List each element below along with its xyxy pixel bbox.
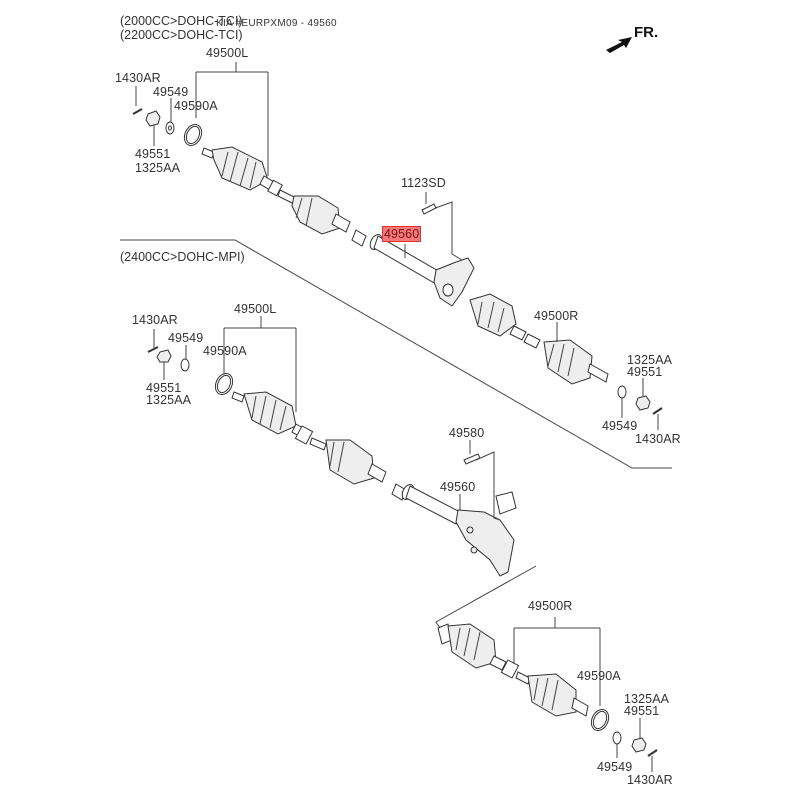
part-49590A[interactable]: 49590A bbox=[174, 99, 218, 113]
bracket-connector-line bbox=[435, 565, 537, 629]
ring-inner bbox=[185, 125, 201, 145]
leader-49500L-top bbox=[195, 62, 269, 176]
part-49500R[interactable]: 49500R bbox=[534, 309, 579, 323]
pin-1430AR bbox=[132, 108, 143, 115]
part-49560-2[interactable]: 49560 bbox=[440, 480, 476, 494]
leader-49500R-2-bracket bbox=[513, 617, 601, 706]
highlight-box: 49560 bbox=[381, 226, 422, 242]
part-49590A-2[interactable]: 49590A bbox=[203, 344, 247, 358]
engine-label-2: (2200CC>DOHC-TCI) bbox=[120, 28, 243, 42]
drive-shaft-right-2 bbox=[437, 623, 589, 717]
part-49549[interactable]: 49549 bbox=[153, 85, 189, 99]
part-49549-2[interactable]: 49549 bbox=[168, 331, 204, 345]
r-pin-1430AR-2 bbox=[647, 749, 658, 757]
part-1123SD[interactable]: 1123SD bbox=[401, 176, 446, 190]
part-49551-2[interactable]: 49551 bbox=[146, 381, 182, 395]
front-direction-label: FR. bbox=[634, 24, 659, 41]
part-1325AA-2[interactable]: 1325AA bbox=[146, 393, 192, 407]
washer-49549-2 bbox=[180, 358, 190, 372]
part-49551[interactable]: 49551 bbox=[135, 147, 171, 161]
drive-shaft-left-1 bbox=[201, 146, 367, 247]
part-49560-highlighted[interactable]: 49560 bbox=[381, 226, 422, 242]
r-nut-49551-2 bbox=[631, 737, 647, 753]
nut-49551 bbox=[145, 110, 161, 127]
part-49500L-2[interactable]: 49500L bbox=[234, 302, 277, 316]
part-r-1325AA[interactable]: 1325AA bbox=[627, 353, 673, 367]
engine-label-1: (2000CC>DOHC-TCI) bbox=[120, 14, 243, 28]
part-49500L[interactable]: 49500L bbox=[206, 46, 249, 60]
r-washer-49549-1 bbox=[617, 385, 627, 399]
bearing-bracket-49560-2 bbox=[401, 484, 517, 577]
part-r-49551[interactable]: 49551 bbox=[627, 365, 663, 379]
front-arrow-icon bbox=[606, 37, 632, 53]
part-r-1325AA-2[interactable]: 1325AA bbox=[624, 692, 670, 706]
part-r-49551-2[interactable]: 49551 bbox=[624, 704, 660, 718]
r-pin-1430AR-1 bbox=[652, 407, 663, 415]
part-49500R-2[interactable]: 49500R bbox=[528, 599, 573, 613]
washer-hole bbox=[168, 125, 172, 131]
r-washer-49549-2 bbox=[612, 731, 622, 745]
part-r-1430AR-2[interactable]: 1430AR bbox=[627, 773, 673, 787]
part-r-49549-2[interactable]: 49549 bbox=[597, 760, 633, 774]
part-r-1430AR[interactable]: 1430AR bbox=[635, 432, 681, 446]
part-1430AR[interactable]: 1430AR bbox=[115, 71, 161, 85]
bolt-49580 bbox=[463, 453, 481, 465]
leader-49500L-2-bracket bbox=[223, 316, 297, 412]
part-r-49549[interactable]: 49549 bbox=[602, 419, 638, 433]
ring-inner-2 bbox=[216, 374, 232, 394]
pin-1430AR-2 bbox=[147, 346, 159, 353]
watermark: KIA #EURPXM09 - 49560 bbox=[216, 18, 337, 29]
part-1430AR-2[interactable]: 1430AR bbox=[132, 313, 178, 327]
bearing-bracket-49560-1 bbox=[369, 234, 475, 307]
part-r-49590A-2[interactable]: 49590A bbox=[577, 669, 621, 683]
part-49580[interactable]: 49580 bbox=[449, 426, 485, 440]
engine-label-3: (2400CC>DOHC-MPI) bbox=[120, 250, 245, 264]
r-ring-inner-2 bbox=[592, 710, 608, 730]
nut-49551-2 bbox=[156, 349, 172, 363]
leader-49580 bbox=[469, 440, 501, 521]
leader-1123SD bbox=[425, 192, 463, 261]
section-divider bbox=[120, 239, 672, 469]
drive-shaft-left-2 bbox=[231, 391, 407, 501]
drive-shaft-right-1 bbox=[469, 293, 609, 385]
part-1325AA[interactable]: 1325AA bbox=[135, 161, 181, 175]
r-nut-49551-1 bbox=[635, 395, 651, 411]
bolt-1123SD bbox=[421, 203, 437, 215]
